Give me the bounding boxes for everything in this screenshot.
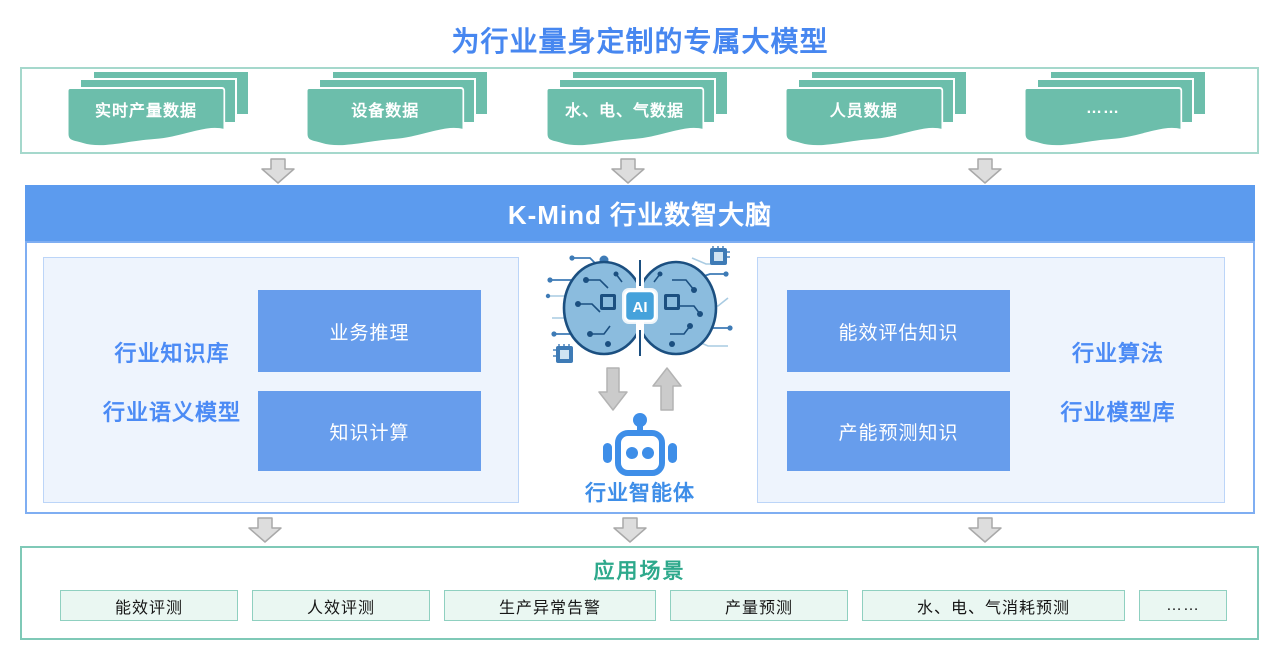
data-sources-panel: 实时产量数据 设备数据 水、电、气数据 人员数据 ……: [20, 67, 1259, 154]
wavy-card-shape: [306, 86, 465, 147]
down-arrow-icon: [261, 158, 295, 184]
knowledge-base-label: 行业知识库: [114, 341, 230, 366]
data-card-label: ……: [1086, 99, 1120, 117]
semantic-model-label: 行业语义模型: [102, 400, 241, 425]
capacity-forecast-knowledge-box: 产能预测知识: [787, 391, 1010, 471]
data-card-stack: 设备数据: [305, 69, 491, 148]
knowledge-panel: 行业知识库 行业语义模型 业务推理 知识计算: [43, 257, 519, 503]
applications-panel: 应用场景 能效评测 人效评测 生产异常告警 产量预测 水、电、气消耗预测 ……: [20, 546, 1259, 640]
knowledge-computing-box: 知识计算: [258, 391, 481, 471]
industry-agent-robot-icon: [603, 413, 677, 476]
app-scenario-card: 水、电、气消耗预测: [862, 590, 1125, 621]
wavy-card-shape: [545, 86, 704, 147]
down-arrow-icon: [968, 158, 1002, 184]
wavy-card-shape: [66, 86, 226, 147]
app-scenario-card: 产量预测: [670, 590, 848, 621]
industry-algorithm-label: 行业算法: [1071, 341, 1164, 366]
down-arrow-icon: [968, 517, 1002, 543]
ai-chip-label: AI: [633, 299, 648, 316]
energy-efficiency-knowledge-box: 能效评估知识: [787, 290, 1010, 372]
page-title: 为行业量身定制的专属大模型: [451, 26, 829, 57]
down-arrow-icon: [598, 367, 628, 411]
down-arrow-icon: [248, 517, 282, 543]
app-scenario-card: 人效评测: [252, 590, 430, 621]
wavy-card-shape: [1023, 86, 1183, 147]
app-scenario-card: 能效评测: [60, 590, 238, 621]
business-reasoning-box: 业务推理: [258, 290, 481, 372]
data-card-stack: ……: [1023, 69, 1209, 148]
applications-title: 应用场景: [593, 560, 686, 583]
data-card-label: 设备数据: [351, 102, 420, 120]
industry-model-library-label: 行业模型库: [1060, 400, 1176, 425]
data-card-stack: 人员数据: [784, 69, 970, 148]
down-arrow-icon: [613, 517, 647, 543]
applications-row: 能效评测 人效评测 生产异常告警 产量预测 水、电、气消耗预测 ……: [60, 590, 1227, 621]
wavy-card-shape: [784, 86, 943, 147]
data-card-label: 人员数据: [829, 102, 898, 120]
kmind-brain-header: K-Mind 行业数智大脑: [25, 185, 1255, 241]
data-card-label: 水、电、气数据: [564, 102, 684, 120]
data-card-stack: 实时产量数据: [66, 69, 252, 148]
up-arrow-icon: [652, 367, 682, 411]
algorithm-panel: 能效评估知识 产能预测知识 行业算法 行业模型库: [757, 257, 1225, 503]
industry-agent-label: 行业智能体: [585, 482, 695, 505]
down-arrow-icon: [611, 158, 645, 184]
data-card-label: 实时产量数据: [94, 102, 197, 120]
data-card-stack: 水、电、气数据: [545, 69, 731, 148]
app-scenario-card: 生产异常告警: [444, 590, 656, 621]
ai-brain-illustration: AI: [545, 246, 733, 363]
app-scenario-card: ……: [1139, 590, 1227, 621]
